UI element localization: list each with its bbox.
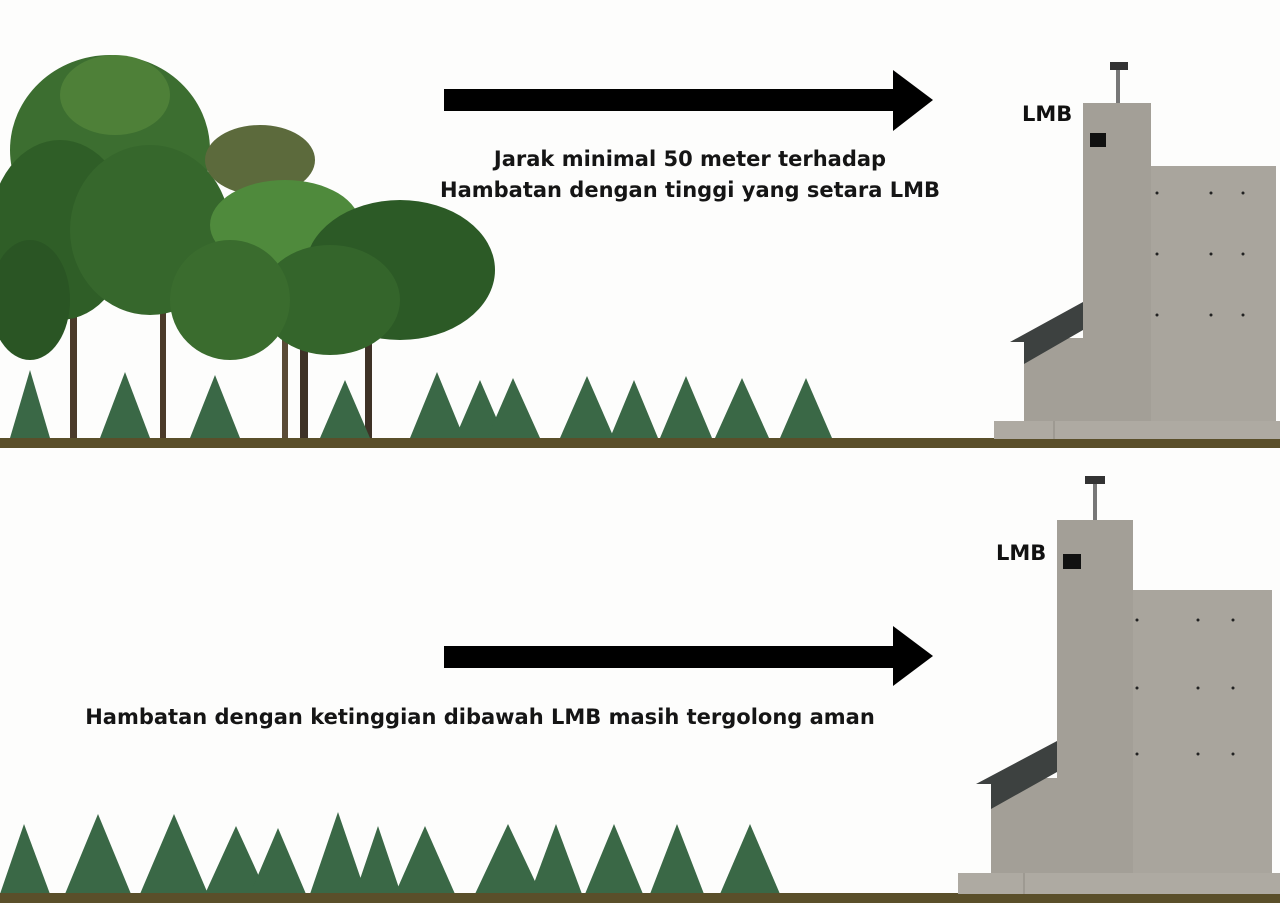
pine-tree [65, 814, 131, 894]
lmb-label: LMB [1022, 102, 1073, 126]
caption-line: Jarak minimal 50 meter terhadap [493, 147, 887, 171]
annex-roof [1010, 302, 1083, 364]
pine-tree [487, 378, 540, 438]
tower-window [1090, 133, 1106, 147]
scene-bottom-drawing [0, 476, 1280, 903]
pine-row-bottom [0, 812, 780, 894]
building-base [994, 421, 1280, 439]
building-base [958, 873, 1280, 894]
tower-wall [1057, 520, 1133, 874]
arrow-right-icon [444, 70, 933, 131]
pine-row-top [10, 370, 832, 438]
antenna-sensor [1110, 62, 1128, 70]
tree-trunk [70, 310, 77, 440]
main-wall [1133, 590, 1272, 874]
pine-tree [780, 378, 832, 438]
pine-tree [140, 814, 208, 894]
tree-canopy [260, 245, 400, 355]
antenna-mast [1093, 484, 1097, 520]
tree-canopy [60, 55, 170, 135]
pine-tree [530, 824, 582, 894]
pine-tree [355, 826, 401, 894]
tower-window [1063, 554, 1081, 569]
main-wall [1151, 166, 1276, 423]
ground-line [0, 438, 1280, 448]
palm-trunk [282, 250, 288, 440]
scene-tall-obstacle: Jarak minimal 50 meter terhadap Hambatan… [0, 0, 1280, 452]
pine-tree [190, 375, 240, 438]
pine-tree [410, 372, 464, 438]
ground-line [0, 893, 1280, 903]
tree-trunk [160, 300, 166, 440]
arrow-head [893, 70, 933, 131]
pine-tree [585, 824, 643, 894]
pine-tree [310, 812, 366, 894]
pine-tree [320, 380, 370, 438]
pine-tree [610, 380, 658, 438]
pine-tree [650, 824, 704, 894]
arrow-shaft [444, 89, 896, 111]
scene-top-drawing [0, 55, 1280, 448]
pine-tree [395, 826, 455, 894]
wall-dots [1135, 618, 1235, 756]
lmb-building [994, 62, 1280, 439]
caption-safe-height: Hambatan dengan ketinggian dibawah LMB m… [40, 702, 920, 733]
tree-canopy [205, 125, 315, 195]
annex-roof [976, 741, 1057, 809]
tree-trunk [365, 330, 372, 440]
caption-line: Hambatan dengan tinggi yang setara LMB [440, 178, 940, 202]
lmb-building [958, 476, 1280, 894]
arrow-right-icon [444, 626, 933, 686]
pine-tree [715, 378, 769, 438]
caption-distance: Jarak minimal 50 meter terhadap Hambatan… [380, 144, 1000, 206]
tall-trees-group [0, 55, 495, 440]
tower-wall [1083, 103, 1151, 423]
pine-tree [660, 376, 712, 438]
pine-tree [100, 372, 150, 438]
tree-trunk [300, 330, 308, 440]
pine-tree [10, 370, 50, 438]
pine-tree [0, 824, 50, 894]
arrow-shaft [444, 646, 896, 668]
pine-tree [205, 826, 267, 894]
tree-canopy [0, 240, 70, 360]
arrow-head [893, 626, 933, 686]
antenna-sensor [1085, 476, 1105, 484]
tree-canopy [170, 240, 290, 360]
pine-tree [475, 824, 541, 894]
pine-tree [720, 824, 780, 894]
pine-tree [560, 376, 614, 438]
caption-line: Hambatan dengan ketinggian dibawah LMB m… [85, 705, 875, 729]
antenna-mast [1116, 70, 1120, 104]
wall-dots [1155, 191, 1245, 317]
pine-tree [250, 828, 306, 894]
lmb-label: LMB [996, 541, 1047, 565]
pine-tree [455, 380, 505, 438]
scene-short-obstacle [0, 452, 1280, 905]
